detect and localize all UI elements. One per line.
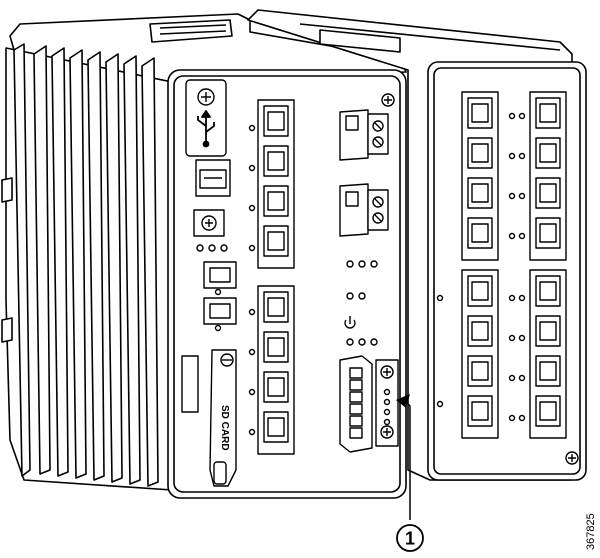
figure-id: 367825 — [585, 513, 597, 550]
alarm-connector — [339, 355, 399, 453]
screw-icon — [193, 209, 225, 237]
screw-icon — [381, 93, 395, 107]
screw-icon — [197, 88, 215, 106]
sd-card-slot — [181, 349, 237, 487]
console-port-icon — [195, 159, 231, 197]
rj45-ports-main — [248, 99, 295, 455]
power-connectors — [339, 109, 389, 237]
sfp-ports — [203, 261, 237, 332]
rj45-ports-expansion — [436, 91, 579, 465]
callout-number: 1 — [405, 529, 415, 549]
sd-card-label: SD CARD — [219, 405, 230, 451]
usb-icon — [197, 110, 215, 148]
main-unit-body — [1, 13, 407, 491]
callout: 1 — [396, 394, 424, 552]
heat-sink-fins — [13, 43, 159, 487]
status-leds — [196, 244, 228, 252]
system-leds — [344, 260, 378, 346]
